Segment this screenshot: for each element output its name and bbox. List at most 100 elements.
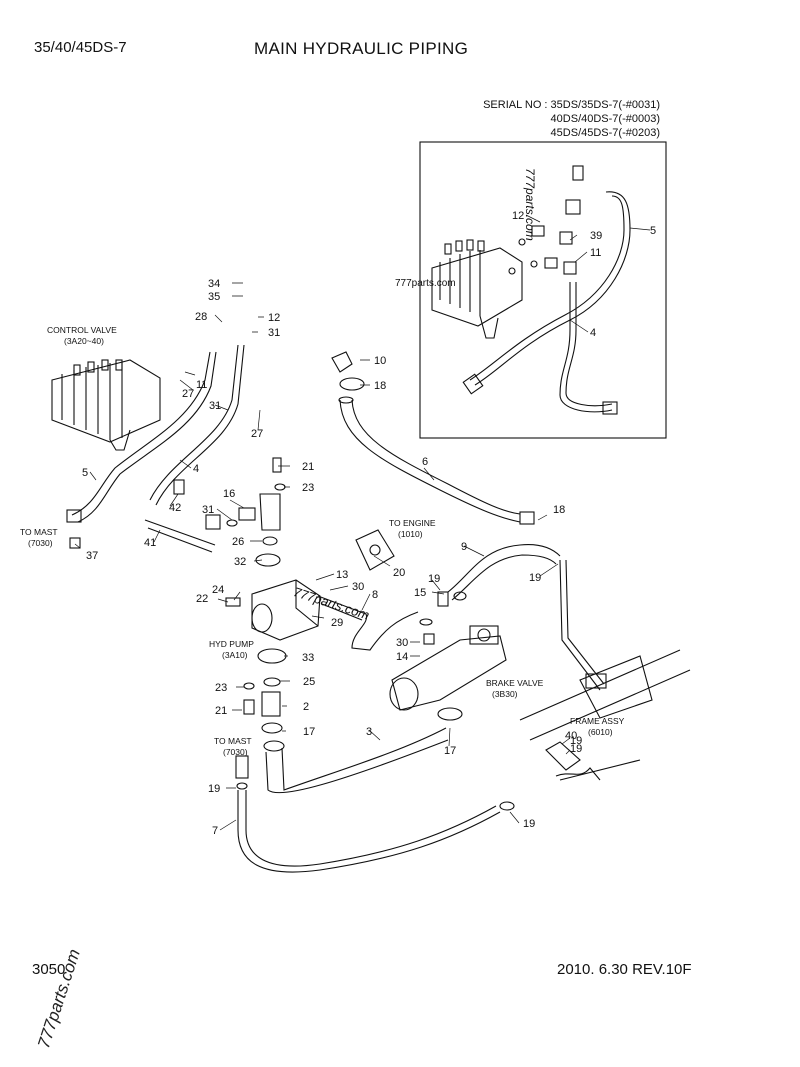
hyd-pump-caption: HYD PUMP	[209, 639, 254, 649]
part-label: 30	[352, 581, 364, 593]
part-label: 41	[144, 537, 156, 549]
inset-control-valve	[431, 239, 523, 339]
part-label: 25	[303, 676, 315, 688]
part-label: 19	[428, 573, 440, 585]
part-label: 19	[523, 818, 535, 830]
part-label: 14	[396, 651, 408, 663]
part-label: 31	[209, 400, 221, 412]
frame-assy	[519, 649, 691, 781]
part-label: 11	[590, 247, 601, 259]
part-label: 34	[208, 278, 220, 290]
part-label: 19	[529, 572, 541, 584]
part-label: 19	[570, 735, 582, 747]
serial-line-1: SERIAL NO : 35DS/35DS-7(-#0031)	[483, 99, 660, 111]
leader-lines	[74, 214, 651, 831]
to-mast-caption-1: TO MAST	[20, 527, 58, 537]
part-label: 19	[208, 783, 220, 795]
part-label: 17	[303, 726, 315, 738]
part-label: 42	[169, 502, 181, 514]
part-label: 27	[182, 388, 194, 400]
part-label: 21	[215, 705, 227, 717]
to-engine-caption: TO ENGINE	[389, 518, 436, 528]
part-label: 24	[212, 584, 224, 596]
mast-fitting	[66, 509, 82, 523]
part-label: 10	[374, 355, 386, 367]
part-label: 9	[461, 541, 467, 553]
page-number: 3050	[32, 961, 66, 978]
to-mast-ref-1: (7030)	[28, 538, 53, 548]
part-label: 22	[196, 593, 208, 605]
part-label: 11	[196, 379, 207, 391]
part-label: 12	[512, 210, 524, 222]
inset-hose-5	[462, 191, 631, 395]
hose-4-left	[149, 344, 245, 506]
part-label: 12	[268, 312, 280, 324]
watermark-inset-vertical: 777parts.com	[523, 168, 537, 241]
part-label: 7	[212, 825, 218, 837]
watermark-inset-small: 777parts.com	[395, 278, 456, 289]
inset-hose-4	[559, 282, 618, 415]
revision-date: 2010. 6.30 REV.10F	[557, 961, 692, 978]
part-label: 4	[193, 463, 199, 475]
to-mast-ref-2: (7030)	[223, 747, 248, 757]
pump-fittings	[173, 457, 287, 734]
part-label: 29	[331, 617, 343, 629]
part-label: 32	[234, 556, 246, 568]
part-label: 19	[570, 743, 582, 755]
page-title: MAIN HYDRAULIC PIPING	[254, 39, 469, 58]
part-label: 35	[208, 291, 220, 303]
part-label: 21	[302, 461, 314, 473]
part-label: 4	[590, 327, 596, 339]
engine-gasket	[355, 529, 395, 571]
captions: CONTROL VALVE (3A20~40) TO MAST (7030) T…	[20, 325, 625, 757]
serial-line-2: 40DS/40DS-7(-#0003)	[550, 113, 660, 125]
brake-valve	[389, 591, 507, 721]
part-label: 6	[422, 456, 428, 468]
part-label: 2	[303, 701, 309, 713]
to-mast-caption-2: TO MAST	[214, 736, 252, 746]
part-label: 26	[232, 536, 244, 548]
model-label: 35/40/45DS-7	[34, 39, 127, 56]
control-valve-caption: CONTROL VALVE	[47, 325, 117, 335]
part-label: 18	[374, 380, 386, 392]
part-label: 37	[86, 550, 98, 562]
brake-valve-caption: BRAKE VALVE	[486, 678, 544, 688]
part-label: 16	[223, 488, 235, 500]
brake-valve-ref: (3B30)	[492, 689, 518, 699]
return-pipe	[559, 559, 605, 691]
to-engine-ref: (1010)	[398, 529, 423, 539]
elbow-10	[331, 351, 365, 391]
hose-5-left	[71, 351, 217, 523]
part-label: 40	[565, 730, 577, 742]
hyd-pump-ref: (3A10)	[222, 650, 248, 660]
hose-9	[447, 544, 561, 601]
part-label: 39	[590, 230, 602, 242]
part-number-labels: 34 35 28 12 31 10 18 11 27 31 27 5 4 37 …	[82, 210, 656, 837]
part-label: 3	[366, 726, 372, 738]
pipe-8	[317, 595, 419, 651]
serial-line-3: 45DS/45DS-7(-#0203)	[550, 127, 660, 139]
part-label: 17	[444, 745, 456, 757]
frame-assy-ref: (6010)	[588, 727, 613, 737]
control-valve-ref: (3A20~40)	[64, 336, 104, 346]
part-label: 27	[251, 428, 263, 440]
part-label: 31	[202, 504, 214, 516]
hose-3	[263, 727, 449, 794]
plug-37	[69, 537, 81, 549]
part-label: 8	[372, 589, 378, 601]
hose-6	[338, 396, 535, 525]
part-label: 15	[414, 587, 426, 599]
part-label: 23	[215, 682, 227, 694]
part-label: 30	[396, 637, 408, 649]
control-valve	[51, 359, 161, 451]
part-label: 18	[553, 504, 565, 516]
part-label: 5	[82, 467, 88, 479]
frame-assy-caption: FRAME ASSY	[570, 716, 625, 726]
part-label: 13	[336, 569, 348, 581]
hose-7	[235, 755, 515, 873]
part-label: 31	[268, 327, 280, 339]
part-label: 20	[393, 567, 405, 579]
part-label: 33	[302, 652, 314, 664]
part-label: 5	[650, 225, 656, 237]
